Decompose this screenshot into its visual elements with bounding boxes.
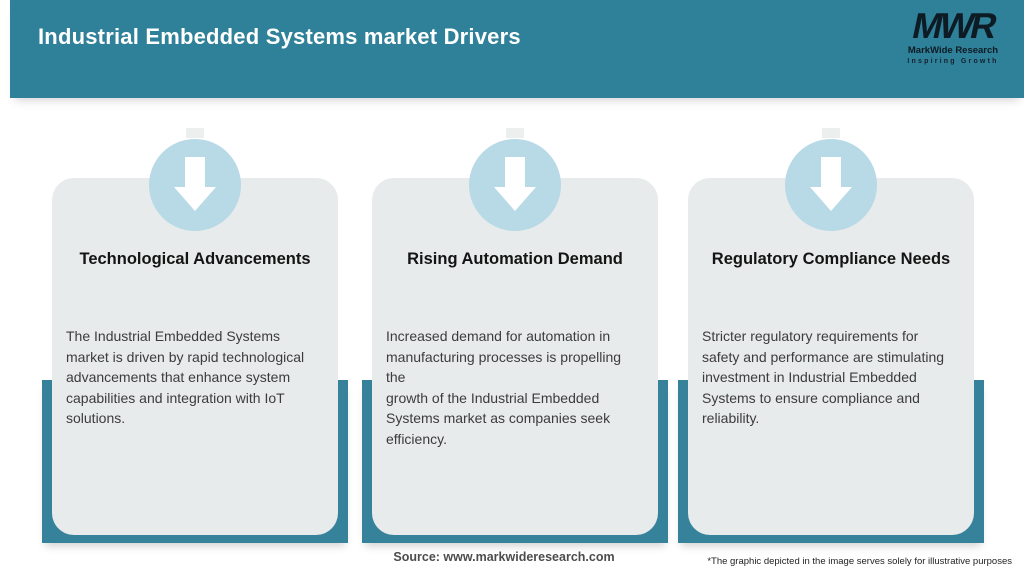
down-arrow-icon [469,139,561,231]
card-title: Rising Automation Demand [407,250,623,268]
down-arrow-icon [149,139,241,231]
card-title: Regulatory Compliance Needs [711,250,951,268]
header-band: Industrial Embedded Systems market Drive… [10,0,1024,98]
card-title: Technological Advancements [79,250,311,268]
down-arrow-glyph [810,157,852,211]
markwide-logo: MWR MarkWide Research Inspiring Growth [898,5,1008,65]
card-description: The Industrial Embedded Systems market i… [66,328,305,426]
source-text: Source: www.markwideresearch.com [393,550,615,564]
card-description: Increased demand for automation in manuf… [386,328,622,447]
page-title: Industrial Embedded Systems market Drive… [38,24,521,49]
logo-tagline: Inspiring Growth [907,57,999,65]
down-arrow-glyph [174,157,216,211]
logo-acronym: MWR [908,5,998,46]
down-arrow-icon [785,139,877,231]
disclaimer-text: *The graphic depicted in the image serve… [707,556,1012,567]
card-notch [186,128,204,138]
driver-card-technological-advancements [52,178,338,535]
driver-card-rising-automation-demand [372,178,658,535]
down-arrow-glyph [494,157,536,211]
driver-card-regulatory-compliance-needs [688,178,974,535]
card-description: Stricter regulatory requirements for saf… [702,328,945,426]
card-notch [506,128,524,138]
card-notch [822,128,840,138]
logo-name: MarkWide Research [907,45,999,56]
